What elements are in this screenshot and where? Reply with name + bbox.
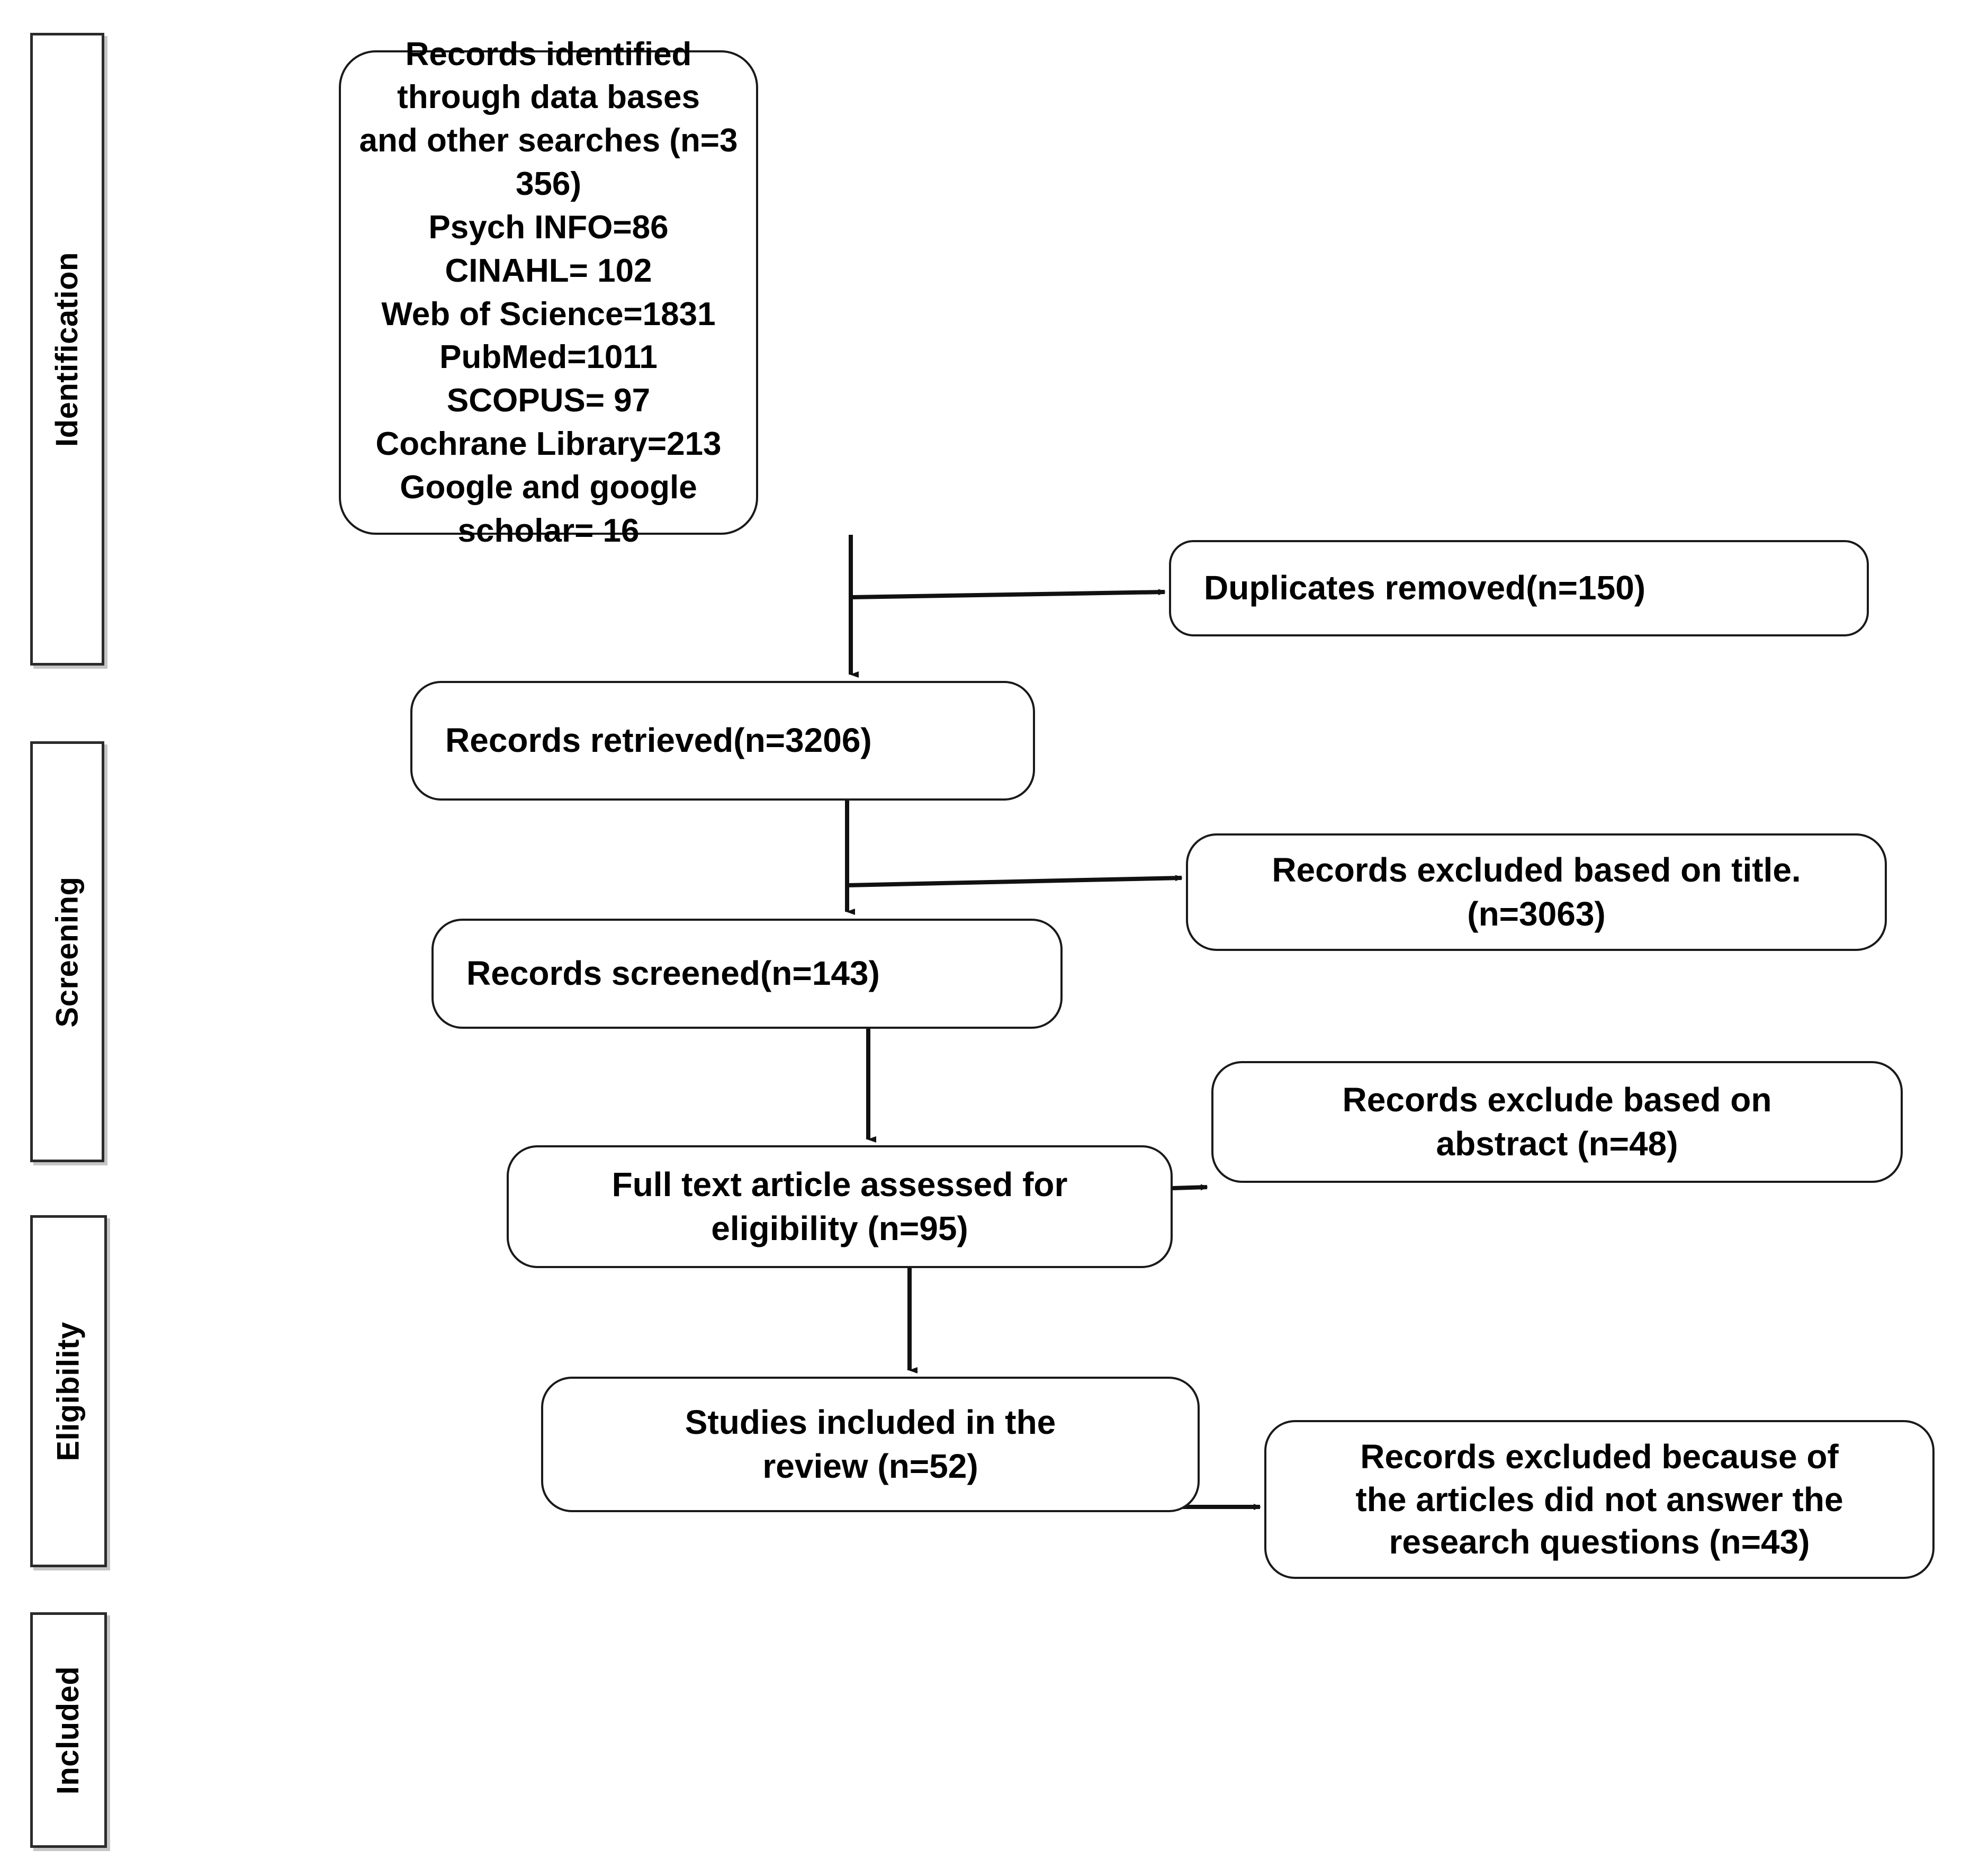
stage-label-identification: Identification bbox=[30, 33, 104, 666]
line: (n=3063) bbox=[1467, 895, 1606, 933]
line: SCOPUS= 97 bbox=[446, 382, 651, 419]
line: Web of Science=1831 bbox=[381, 295, 716, 333]
node-excluded-research-questions: Records excluded because of the articles… bbox=[1264, 1420, 1935, 1579]
node-records-retrieved: Records retrieved(n=3206) bbox=[410, 681, 1035, 801]
line: Records excluded based on title. bbox=[1272, 850, 1801, 889]
line: Records exclude based on bbox=[1342, 1080, 1772, 1119]
node-excluded-research-questions-text: Records excluded because of the articles… bbox=[1266, 1435, 1932, 1564]
stage-label-screening-text: Screening bbox=[50, 876, 84, 1027]
node-records-retrieved-text: Records retrieved(n=3206) bbox=[445, 721, 872, 760]
line: Studies included in the bbox=[685, 1403, 1056, 1441]
line: Psych INFO=86 bbox=[428, 209, 669, 246]
line: Records excluded because of bbox=[1360, 1438, 1839, 1476]
line: abstract (n=48) bbox=[1436, 1125, 1678, 1163]
node-full-text-assessed-text: Full text article assessed for eligibili… bbox=[509, 1163, 1171, 1251]
line: research questions (n=43) bbox=[1389, 1523, 1810, 1561]
node-excluded-abstract-text: Records exclude based on abstract (n=48) bbox=[1213, 1078, 1901, 1166]
stage-label-included: Included bbox=[30, 1612, 107, 1848]
line: Cochrane Library=213 bbox=[375, 425, 722, 462]
node-excluded-title: Records excluded based on title. (n=3063… bbox=[1186, 833, 1887, 951]
stage-label-included-text: Included bbox=[51, 1666, 86, 1794]
line: PubMed=1011 bbox=[439, 339, 658, 376]
connector-identified-to-duplicates bbox=[850, 589, 1166, 599]
line: review (n=52) bbox=[762, 1447, 978, 1485]
stage-label-identification-text: Identification bbox=[50, 252, 85, 447]
stage-label-screening: Screening bbox=[30, 741, 104, 1162]
node-duplicates-removed-text: Duplicates removed(n=150) bbox=[1204, 569, 1646, 607]
node-records-screened-text: Records screened(n=143) bbox=[466, 954, 880, 993]
node-full-text-assessed: Full text article assessed for eligibili… bbox=[507, 1145, 1173, 1268]
line: Google and google scholar= 16 bbox=[400, 469, 697, 549]
stage-label-eligibility-text: Eligibility bbox=[51, 1321, 86, 1461]
line: Records identified through data bases bbox=[397, 35, 700, 116]
line: eligibility (n=95) bbox=[711, 1209, 968, 1247]
line: and other searches (n=3 356) bbox=[359, 122, 738, 203]
node-records-identified: Records identified through data bases an… bbox=[339, 36, 758, 549]
line: Full text article assessed for bbox=[611, 1165, 1068, 1204]
stage-label-eligibility: Eligibility bbox=[30, 1215, 107, 1567]
node-studies-included: Studies included in the review (n=52) bbox=[541, 1377, 1200, 1512]
node-records-screened: Records screened(n=143) bbox=[431, 919, 1063, 1029]
node-duplicates-removed: Duplicates removed(n=150) bbox=[1169, 540, 1869, 636]
connector-retrieved-to-excluded-title bbox=[847, 875, 1183, 887]
node-studies-included-text: Studies included in the review (n=52) bbox=[543, 1400, 1198, 1488]
node-excluded-abstract: Records exclude based on abstract (n=48) bbox=[1211, 1061, 1903, 1183]
line: CINAHL= 102 bbox=[445, 252, 652, 289]
node-excluded-title-text: Records excluded based on title. (n=3063… bbox=[1188, 848, 1885, 936]
node-records-identified-text: Records identified through data bases an… bbox=[341, 33, 756, 553]
line: the articles did not answer the bbox=[1355, 1480, 1843, 1519]
